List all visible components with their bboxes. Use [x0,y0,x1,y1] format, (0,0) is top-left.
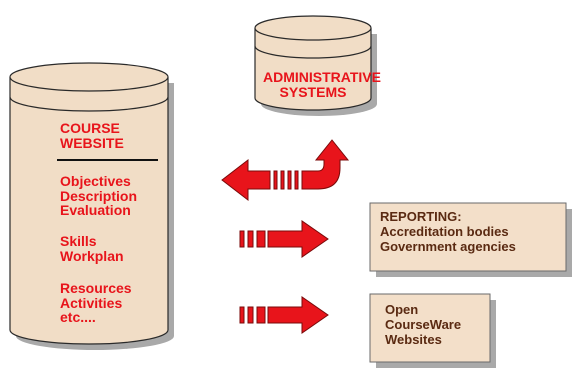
reporting-dash-1 [239,230,245,248]
ocw-box [369,293,496,368]
course-item-description: Description [60,187,138,204]
up-curved-arrow [301,139,350,190]
left-dash-1 [273,170,278,190]
course-item-objectives: Objectives [60,173,131,189]
course-cylinder [9,62,174,350]
ocw-line-websites: Websites [385,331,442,347]
reporting-title: REPORTING: [380,209,462,224]
admin-cylinder [254,15,377,116]
course-title-line1: COURSE [60,120,120,136]
left-arrowhead [221,158,271,202]
ocw-box-body [369,293,491,363]
course-item-workplan: Workplan [60,247,124,264]
reporting-arrow-shaft-head [267,220,329,258]
course-group-skills: Skills Workplan [60,234,124,263]
ocw-box-text: Open CourseWare Websites [385,302,462,348]
ocw-dash-1 [239,306,245,324]
course-cylinder-body [9,77,169,345]
ocw-dash-3 [256,306,266,324]
admin-systems-label: ADMINISTRATIVE SYSTEMS [263,69,381,100]
admin-label-line2: SYSTEMS [279,83,347,100]
reporting-item-accreditation: Accreditation bodies [380,223,509,239]
course-group-resources: Resources Activities etc.... [60,281,132,325]
course-title-line2: WEBSITE [60,134,124,151]
course-website-title: COURSE WEBSITE [60,121,124,150]
ocw-line-open: Open [385,302,419,317]
bidirectional-arrow-admin [221,139,350,202]
reporting-dash-3 [256,230,266,248]
admin-label-line1: ADMINISTRATIVE [263,69,381,85]
reporting-item-government: Government agencies [380,238,516,254]
left-dash-3 [287,170,292,190]
reporting-box [369,202,572,277]
ocw-line-courseware: CourseWare [385,316,462,332]
course-item-etc: etc.... [60,309,96,326]
course-item-evaluation: Evaluation [60,202,131,219]
admin-cylinder-body [254,28,372,111]
course-item-skills: Skills [60,233,97,249]
left-dash-2 [280,170,285,190]
course-group-objectives: Objectives Description Evaluation [60,174,137,218]
arrow-to-reporting [239,220,329,258]
arrow-to-ocw [239,296,329,334]
admin-cylinder-rim [254,45,372,59]
ocw-dash-2 [247,306,254,324]
admin-cylinder-top [254,15,372,41]
reporting-box-body [369,202,567,272]
left-dash-4 [294,170,299,190]
reporting-dash-2 [247,230,254,248]
ocw-arrow-shaft-head [267,296,329,334]
reporting-box-text: REPORTING: Accreditation bodies Governme… [380,209,516,255]
course-item-resources: Resources [60,280,132,296]
course-cylinder-top [9,62,169,92]
course-cylinder-rim [9,96,169,112]
course-item-activities: Activities [60,294,123,311]
